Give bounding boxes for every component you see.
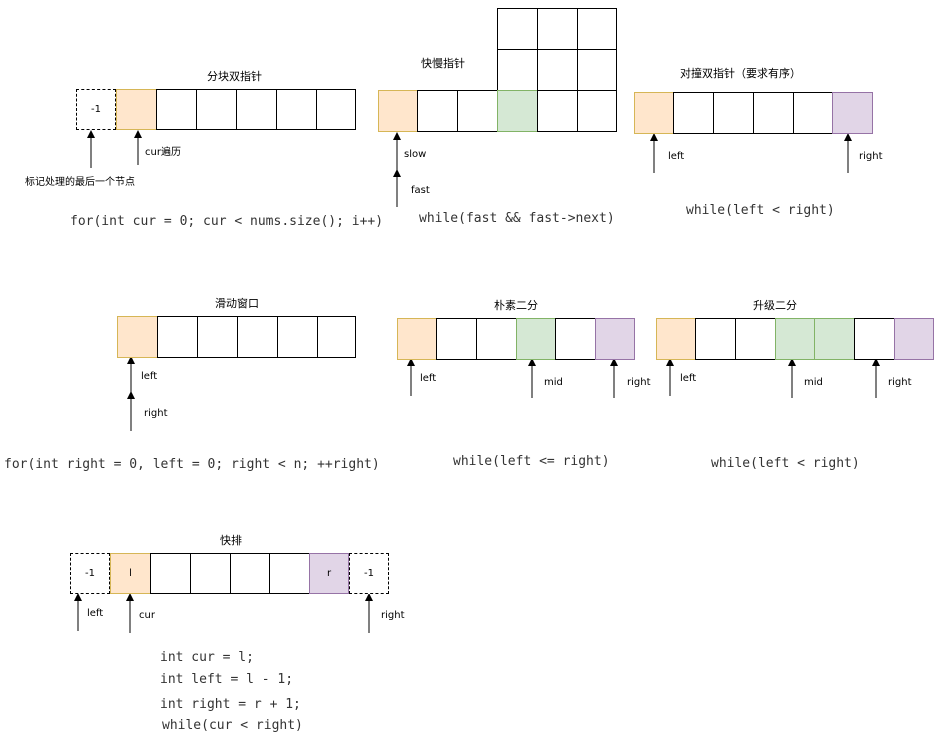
diagram-title: 快慢指针: [421, 57, 465, 70]
array-cell: [673, 92, 714, 134]
grid-cell: [537, 8, 578, 50]
array-cell: [634, 92, 674, 134]
diagram-title: 滑动窗口: [215, 297, 259, 310]
array-cell: [196, 89, 237, 130]
array-cell: [116, 89, 157, 130]
array-cell: [150, 553, 191, 594]
diagram-title: 朴素二分: [494, 299, 538, 312]
array-cell: [476, 318, 517, 360]
pointer-label-right: right: [144, 408, 168, 419]
pointer-label-marker: 标记处理的最后一个节点: [25, 177, 135, 188]
sentinel-cell: -1: [76, 89, 116, 130]
array-cell: [316, 89, 356, 130]
pointer-label-left: left: [668, 151, 685, 162]
array-cell: [436, 318, 477, 360]
array-cell: [595, 318, 635, 360]
code-line: while(cur < right): [162, 718, 303, 733]
array-cell: [117, 316, 158, 358]
pointer-label-left: left: [141, 371, 158, 382]
array-cell: [516, 318, 556, 360]
diagram-title: 对撞双指针（要求有序）: [680, 67, 801, 80]
array-cell: [277, 316, 318, 358]
grid-cell: [497, 8, 538, 50]
grid-cell: [577, 49, 617, 91]
array-cell: [190, 553, 231, 594]
array-cell: [269, 553, 310, 594]
pointer-label-fast: fast: [411, 185, 430, 196]
pointer-label-right: right: [627, 377, 651, 388]
array-cell: [894, 318, 934, 360]
diagram-title: 快排: [220, 534, 242, 547]
diagram-title: 分块双指针: [207, 70, 262, 83]
array-cell: [156, 89, 197, 130]
array-cell: [157, 316, 198, 358]
grid-cell: [537, 49, 578, 91]
array-cell: [555, 318, 596, 360]
array-cell: [854, 318, 895, 360]
array-cell: [457, 90, 498, 132]
code-line: int right = r + 1;: [160, 697, 301, 712]
sentinel-cell: -1: [70, 553, 110, 594]
array-cell: [832, 92, 873, 134]
array-cell: [656, 318, 696, 360]
code-line: int left = l - 1;: [160, 672, 294, 687]
sentinel-cell: -1: [349, 553, 389, 594]
array-cell: [276, 89, 317, 130]
pointer-label-left: left: [87, 608, 104, 619]
array-cell: [695, 318, 736, 360]
pointer-label-right: right: [888, 377, 912, 388]
array-cell: [577, 90, 617, 132]
diagram-title: 升级二分: [753, 299, 797, 312]
code-line: for(int cur = 0; cur < nums.size(); i++): [70, 214, 384, 229]
array-cell: [417, 90, 458, 132]
pointer-label-right: right: [859, 151, 883, 162]
pointer-label-mid: mid: [804, 377, 823, 388]
array-cell: [237, 316, 278, 358]
pointer-label-cur: cur: [139, 610, 155, 621]
array-cell: [735, 318, 776, 360]
array-cell: [378, 90, 418, 132]
array-cell: [793, 92, 833, 134]
code-line: int cur = l;: [160, 650, 254, 665]
pointer-label-cur: cur遍历: [145, 147, 181, 158]
array-cell-r: r: [309, 553, 349, 594]
array-cell: [317, 316, 356, 358]
code-line: while(left < right): [686, 203, 835, 218]
array-cell: [236, 89, 277, 130]
array-cell: [713, 92, 754, 134]
array-cell: [497, 90, 538, 132]
code-line: for(int right = 0, left = 0; right < n; …: [4, 457, 380, 472]
pointer-label-slow: slow: [404, 149, 427, 160]
array-cell: [197, 316, 238, 358]
array-cell: [775, 318, 815, 360]
code-line: while(fast && fast->next): [419, 211, 615, 226]
array-cell-l: l: [110, 553, 151, 594]
array-cell: [814, 318, 855, 360]
pointer-label-left: left: [420, 373, 437, 384]
pointer-label-right: right: [381, 610, 405, 621]
code-line: while(left < right): [711, 456, 860, 471]
array-cell: [397, 318, 437, 360]
pointer-label-left: left: [680, 373, 697, 384]
array-cell: [537, 90, 578, 132]
grid-cell: [577, 8, 617, 50]
array-cell: [230, 553, 270, 594]
code-line: while(left <= right): [453, 454, 610, 469]
pointer-label-mid: mid: [544, 377, 563, 388]
grid-cell: [497, 49, 538, 91]
array-cell: [753, 92, 794, 134]
